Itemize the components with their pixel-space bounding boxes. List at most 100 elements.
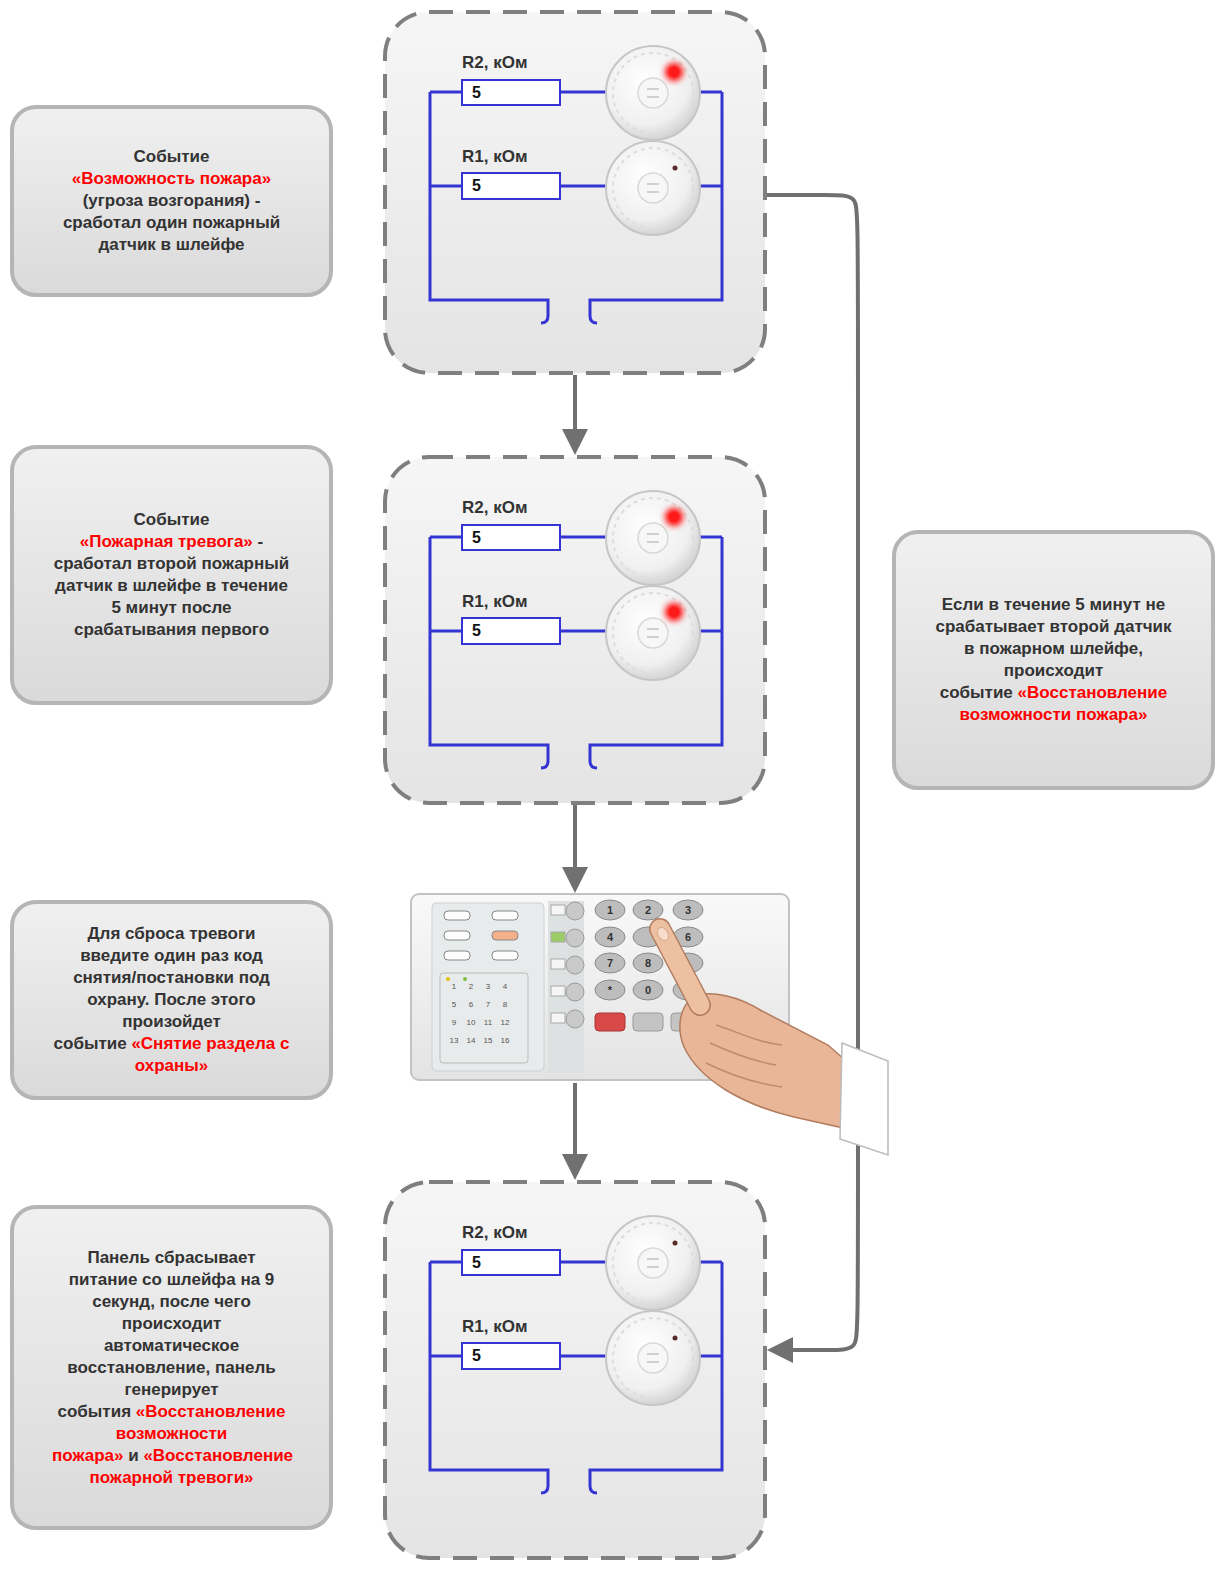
smoke-detector xyxy=(606,141,700,235)
loop-wire xyxy=(560,91,606,94)
callout-box: Если в течение 5 минут не срабатывает вт… xyxy=(892,530,1215,790)
led-on xyxy=(669,67,679,77)
callout-text: (угроза возгорания) - сработал один пожа… xyxy=(63,191,280,254)
loop-wire xyxy=(560,536,606,539)
function-button xyxy=(566,902,584,920)
key-button xyxy=(633,980,663,1000)
resistor-label: R2, кОм xyxy=(462,53,528,73)
zone-number: 1 xyxy=(446,982,462,992)
event-name: «Пожарная тревога» xyxy=(80,532,253,551)
function-indicator xyxy=(551,959,565,969)
loop-wire xyxy=(430,536,462,539)
zone-led xyxy=(446,977,450,981)
loop-wire xyxy=(430,91,462,94)
loop-wire xyxy=(560,1261,606,1264)
loop-wire xyxy=(700,91,722,94)
status-led xyxy=(444,931,470,940)
led-off xyxy=(673,1336,678,1341)
callout-text: и xyxy=(128,1446,138,1465)
indicator-panel xyxy=(432,903,544,1071)
panel-box: R2, кОм5R1, кОм5 xyxy=(383,455,767,805)
smoke-detector xyxy=(606,491,700,585)
key-button xyxy=(595,927,625,947)
zone-number: 4 xyxy=(497,982,513,992)
panic-button xyxy=(633,1013,663,1031)
zone-number: 15 xyxy=(480,1036,496,1046)
key-button xyxy=(595,953,625,973)
resistor-label: R2, кОм xyxy=(462,498,528,518)
callout-text-block: Панель сбрасывает питание со шлейфа на 9… xyxy=(52,1247,291,1489)
function-indicator xyxy=(551,932,565,942)
status-led xyxy=(492,951,518,960)
callout-text: Событие xyxy=(52,146,291,168)
loop-wire xyxy=(430,1262,548,1493)
hand-palm xyxy=(680,994,862,1129)
detector-body xyxy=(606,586,700,680)
function-strip xyxy=(548,901,584,1073)
zone-number: 13 xyxy=(446,1036,462,1046)
smoke-detector xyxy=(606,1311,700,1405)
zone-led xyxy=(463,977,467,981)
detector-vents xyxy=(613,53,693,133)
zone-number: 14 xyxy=(463,1036,479,1046)
loop-wire xyxy=(430,185,462,188)
smoke-detector xyxy=(606,46,700,140)
zone-number: 10 xyxy=(463,1018,479,1028)
led-glow xyxy=(665,603,683,621)
detector-body xyxy=(606,1311,700,1405)
loop-wire xyxy=(700,536,722,539)
detector-body xyxy=(606,141,700,235)
detector-vents xyxy=(613,593,693,673)
detector-slots xyxy=(647,629,659,637)
zone-number: 11 xyxy=(480,1018,496,1028)
callout-text-block: Событие«Возможность пожара»(угроза возго… xyxy=(52,146,291,256)
zone-number: 8 xyxy=(497,1000,513,1010)
resistor-symbol xyxy=(462,173,560,199)
zone-number: 2 xyxy=(463,982,479,992)
key-label: 4 xyxy=(596,930,624,944)
resistor-label: R1, кОм xyxy=(462,592,528,612)
detector-slots xyxy=(647,1259,659,1267)
loop-wire xyxy=(700,185,722,188)
resistor-value: 5 xyxy=(472,621,481,641)
key-label: 0 xyxy=(634,983,662,997)
resistor-value: 5 xyxy=(472,1253,481,1273)
resistor-label: R1, кОм xyxy=(462,1317,528,1337)
key-button xyxy=(633,900,663,920)
detector-center xyxy=(638,1343,668,1373)
zone-number: 5 xyxy=(446,1000,462,1010)
key-label: * xyxy=(596,983,624,997)
loop-wire xyxy=(560,630,606,633)
detector-center xyxy=(638,523,668,553)
loop-illustration xyxy=(383,10,767,375)
shirt-cuff xyxy=(840,1043,888,1155)
callout-box: Для сброса тревоги введите один раз код … xyxy=(10,900,333,1100)
loop-wire xyxy=(430,630,462,633)
detector-slots xyxy=(647,1354,659,1362)
loop-wire xyxy=(700,1355,722,1358)
function-button xyxy=(566,1010,584,1028)
callout-text-block: Для сброса тревоги введите один раз код … xyxy=(52,923,291,1077)
key-button xyxy=(595,900,625,920)
flow-arrow xyxy=(573,375,577,437)
key-label: 2 xyxy=(634,903,662,917)
callout-box: Событие«Возможность пожара»(угроза возго… xyxy=(10,105,333,297)
led-glow xyxy=(665,508,683,526)
loop-wire xyxy=(430,1355,462,1358)
key-label: 6 xyxy=(674,930,702,944)
resistor-symbol xyxy=(462,1250,560,1275)
detector-slots xyxy=(647,89,659,97)
function-button xyxy=(566,956,584,974)
zone-number: 9 xyxy=(446,1018,462,1028)
led-on xyxy=(669,607,679,617)
key-label: 8 xyxy=(634,956,662,970)
event-name: «Возможность пожара» xyxy=(52,168,291,190)
detector-body xyxy=(606,1216,700,1310)
function-button xyxy=(566,929,584,947)
callout-box: Панель сбрасывает питание со шлейфа на 9… xyxy=(10,1205,333,1530)
detector-center xyxy=(638,173,668,203)
loop-wire xyxy=(560,1355,606,1358)
resistor-symbol xyxy=(462,1343,560,1369)
resistor-symbol xyxy=(462,525,560,550)
function-indicator xyxy=(551,1013,565,1023)
